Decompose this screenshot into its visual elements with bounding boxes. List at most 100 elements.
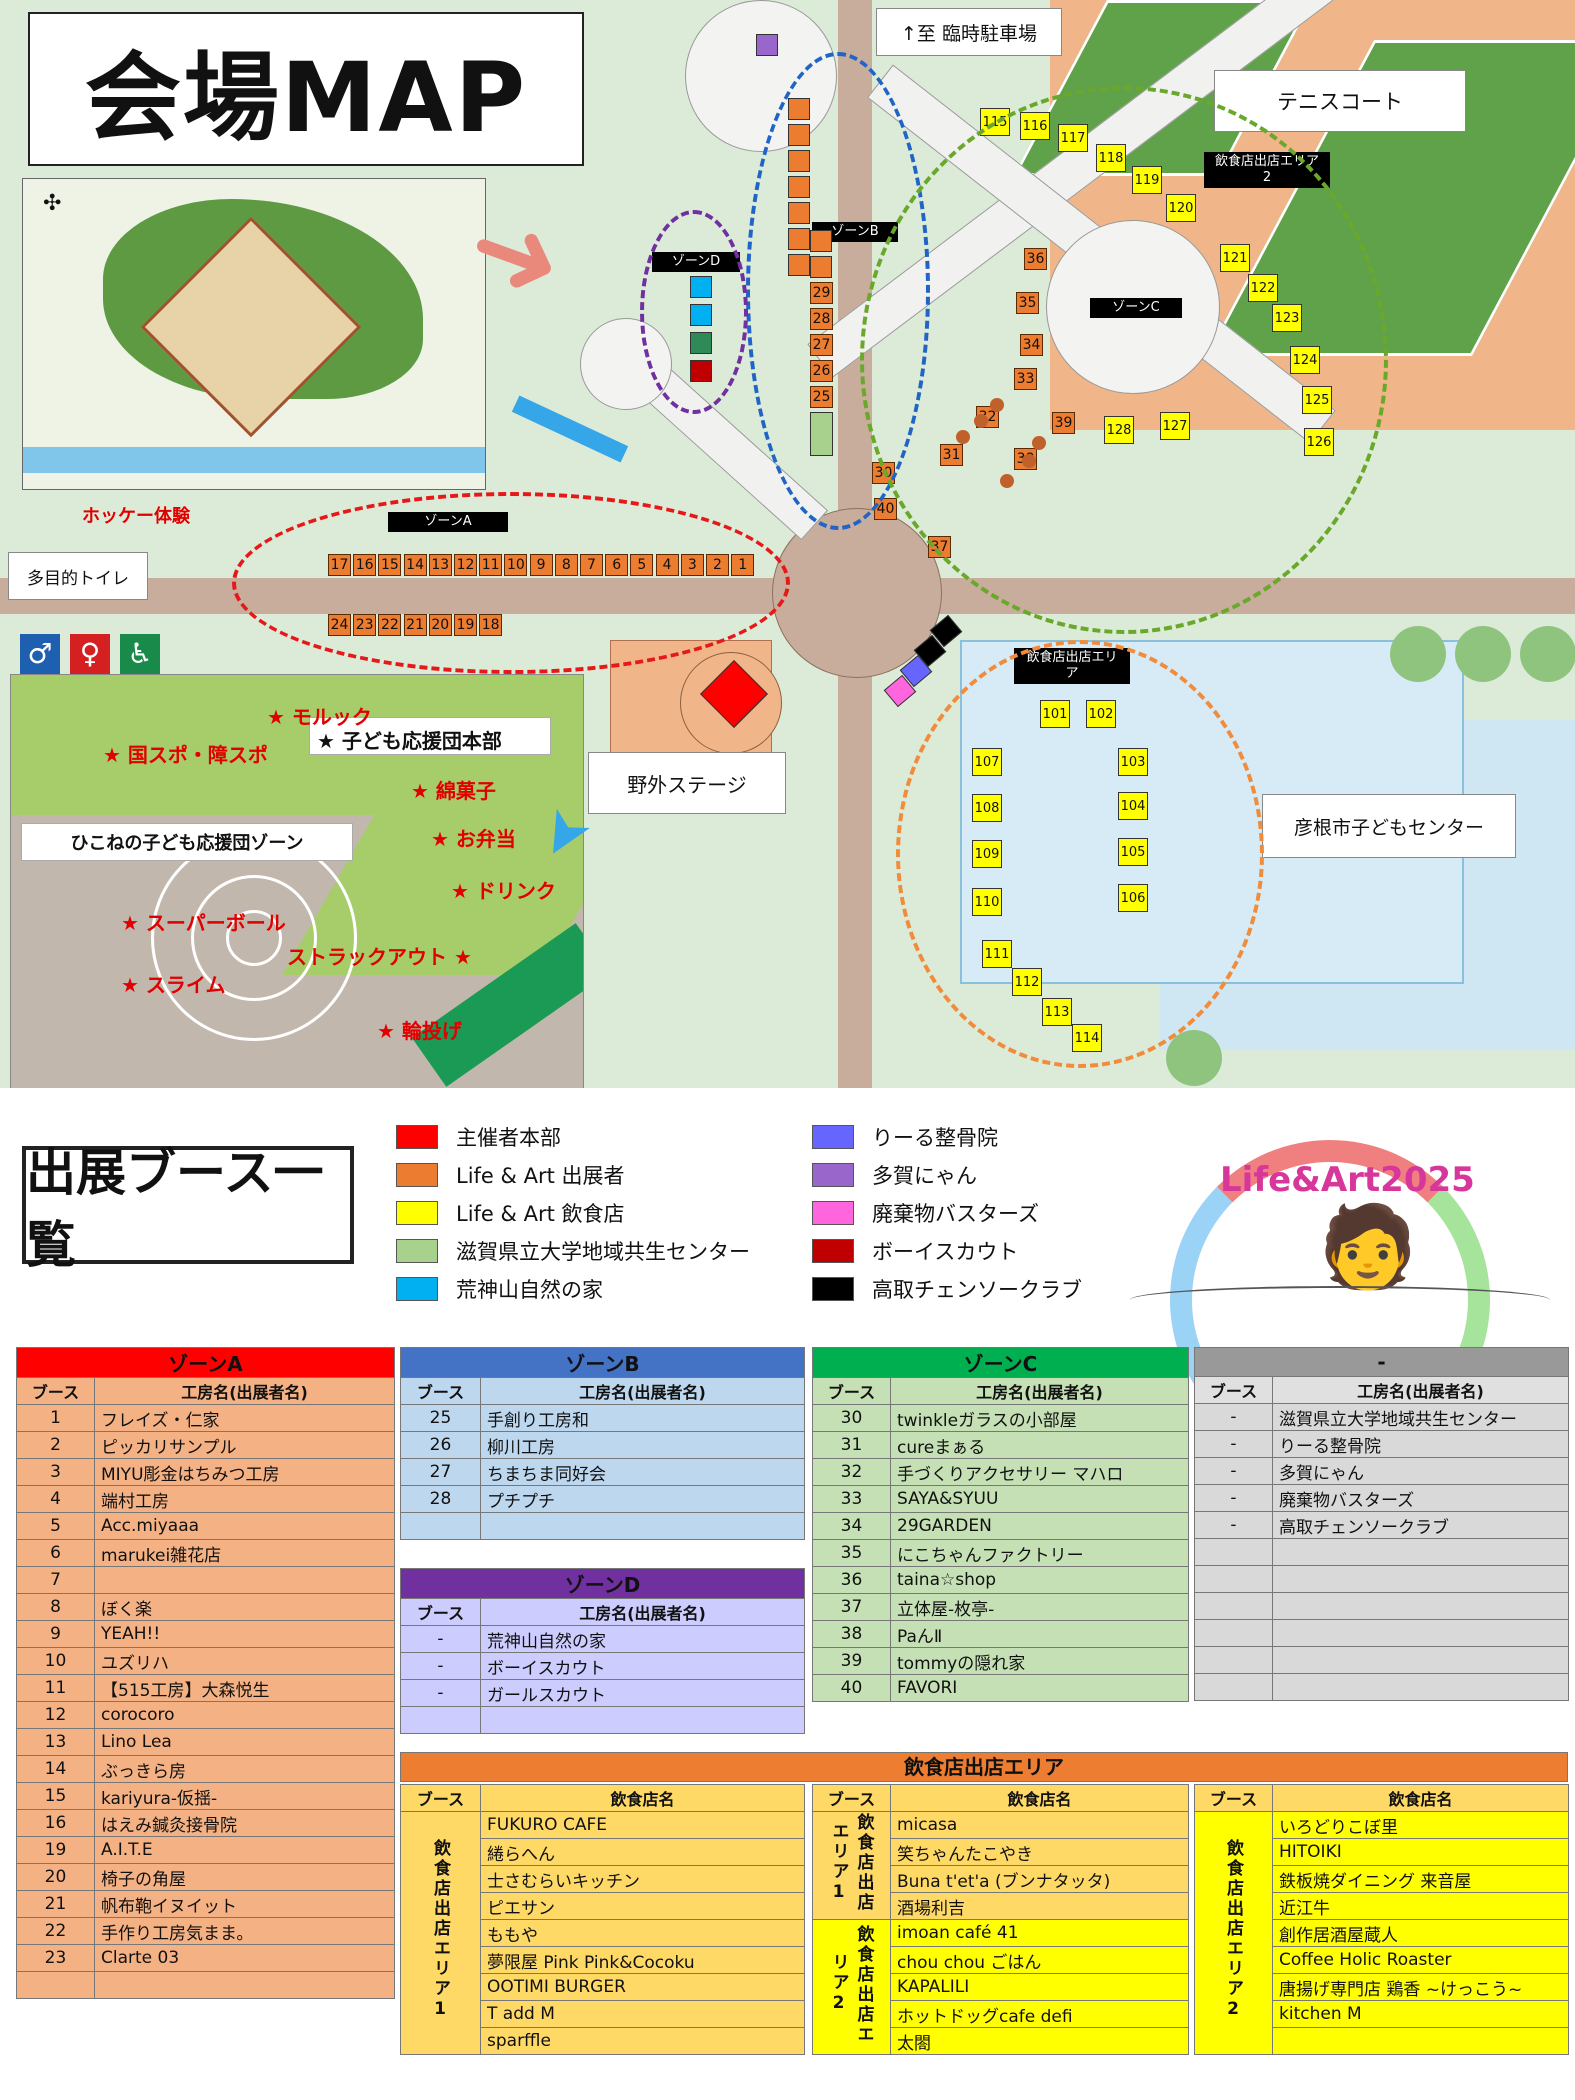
compass-icon: ✣	[43, 191, 62, 216]
food-shop-name: 夢限屋 Pink Pink&Cocoku	[480, 1946, 805, 1974]
booth-number: 8	[16, 1593, 95, 1621]
inset-item: ★ 子ども応援団本部	[317, 729, 502, 753]
col-maker: 工房名(出展者名)	[480, 1377, 805, 1405]
booth-number: -	[400, 1679, 481, 1707]
food-shop-name: OOTIMI BURGER	[480, 1973, 805, 2001]
wheelchair-icon: ♿	[120, 634, 160, 674]
exhibitor-name: taina☆shop	[890, 1566, 1189, 1594]
legend-label: Life & Art 出展者	[456, 1164, 625, 1188]
other-table: - ブース工房名(出展者名) -滋賀県立大学地域共生センター-りーる整骨院-多賀…	[1194, 1347, 1569, 1701]
booth-number: 30	[812, 1404, 891, 1432]
booth-number: 35	[812, 1539, 891, 1567]
table-row: -滋賀県立大学地域共生センター	[1194, 1403, 1569, 1431]
booth-number: 36	[812, 1566, 891, 1594]
exhibitor-name: 手づくりアクセサリー マハロ	[890, 1458, 1189, 1486]
food-shop-name: ホットドッグcafe defi	[890, 2000, 1189, 2028]
table-row	[1194, 1619, 1569, 1647]
exhibitor-name: kariyura-仮揺-	[93, 1782, 396, 1810]
table-row: -高取チェンソークラブ	[1194, 1511, 1569, 1539]
booth-number: 11	[16, 1674, 95, 1702]
exhibitor-name: YEAH!!	[93, 1620, 396, 1648]
booth-number: 34	[812, 1512, 891, 1540]
table-row	[400, 1706, 806, 1734]
exhibitor-name: 多賀にゃん	[1272, 1457, 1569, 1485]
col-food: 飲食店名	[890, 1784, 1189, 1812]
exhibitor-name	[1272, 1673, 1569, 1701]
booth-number: -	[1194, 1403, 1273, 1431]
life-art-logo: Life&Art2025 🧑	[1130, 1120, 1550, 1460]
table-row: -多賀にゃん	[1194, 1457, 1569, 1485]
col-booth: ブース	[812, 1377, 891, 1405]
inset-circle	[191, 875, 317, 1001]
exhibitor-name: 廃棄物バスターズ	[1272, 1484, 1569, 1512]
legend-label: Life & Art 飲食店	[456, 1202, 625, 1226]
exhibitor-name: 手創り工房和	[480, 1404, 805, 1432]
exhibitor-name: 立体屋-枚亭-	[890, 1593, 1189, 1621]
booth-number: 21	[16, 1890, 95, 1918]
food-shop-name: FUKURO CAFE	[480, 1811, 805, 1839]
hockey-label: ホッケー体験	[82, 506, 190, 527]
inset-item: ★ 国スポ・障スポ	[103, 743, 268, 767]
exhibitor-name: 【515工房】大森悦生	[93, 1674, 396, 1702]
food-shop-name	[1272, 2027, 1569, 2055]
booth-number: 14	[16, 1755, 95, 1783]
legend-item: 滋賀県立大学地域共生センター	[396, 1236, 750, 1266]
exhibitor-name: 高取チェンソークラブ	[1272, 1511, 1569, 1539]
table-row	[1194, 1592, 1569, 1620]
legend-swatch	[396, 1125, 438, 1149]
booth-number: 19	[16, 1836, 95, 1864]
booth-number: -	[1194, 1484, 1273, 1512]
exhibitor-name: MIYU彫金はちみつ工房	[93, 1458, 396, 1486]
toilet-label: 多目的トイレ	[8, 552, 148, 600]
col-booth: ブース	[1194, 1376, 1273, 1404]
food-shop-name: 笑ちゃんたこやき	[890, 1838, 1189, 1866]
booth-number: 40	[812, 1674, 891, 1702]
booth-number: 20	[16, 1863, 95, 1891]
legend-swatch	[812, 1239, 854, 1263]
booth-number	[16, 1971, 95, 1999]
exhibitor-name: Lino Lea	[93, 1728, 396, 1756]
booth-number: 6	[16, 1539, 95, 1567]
table-row: Coffee Holic Roaster	[1194, 1946, 1569, 1974]
food-shop-name: ももや	[480, 1919, 805, 1947]
table-row	[1194, 1538, 1569, 1566]
logo-text: Life&Art2025	[1220, 1160, 1475, 1200]
inset-hq-label	[309, 717, 551, 755]
table-row: -ガールスカウト	[400, 1679, 806, 1707]
zone-a-ellipse	[232, 492, 790, 674]
table-row	[400, 1512, 805, 1540]
zone-b-title: ゾーンB	[400, 1347, 805, 1378]
zone-c-title: ゾーンC	[812, 1347, 1189, 1378]
col-booth: ブース	[400, 1784, 481, 1812]
legend-label: 高取チェンソークラブ	[872, 1278, 1082, 1302]
tennis-court-label: テニスコート	[1214, 70, 1466, 132]
food-shop-name: KAPALILI	[890, 1973, 1189, 2001]
exhibitor-name: はえみ鍼灸接骨院	[93, 1809, 396, 1837]
food-shop-name: chou chou ごはん	[890, 1946, 1189, 1974]
exhibitor-name: Clarte 03	[93, 1944, 396, 1972]
table-row: sparffle	[400, 2027, 805, 2055]
food-shop-name: HITOIKI	[1272, 1838, 1569, 1866]
exhibitor-name: 椅子の角屋	[93, 1863, 396, 1891]
booth-number: 5	[16, 1512, 95, 1540]
food-area-label-text: 飲食店出店エリア1	[828, 1813, 874, 1913]
booth-number: 22	[16, 1917, 95, 1945]
booth-number: 31	[812, 1431, 891, 1459]
other-title: -	[1194, 1347, 1569, 1377]
exhibitor-name: cureまぁる	[890, 1431, 1189, 1459]
booth-number: 39	[812, 1647, 891, 1675]
booth-number	[400, 1512, 481, 1540]
col-booth: ブース	[16, 1377, 95, 1405]
